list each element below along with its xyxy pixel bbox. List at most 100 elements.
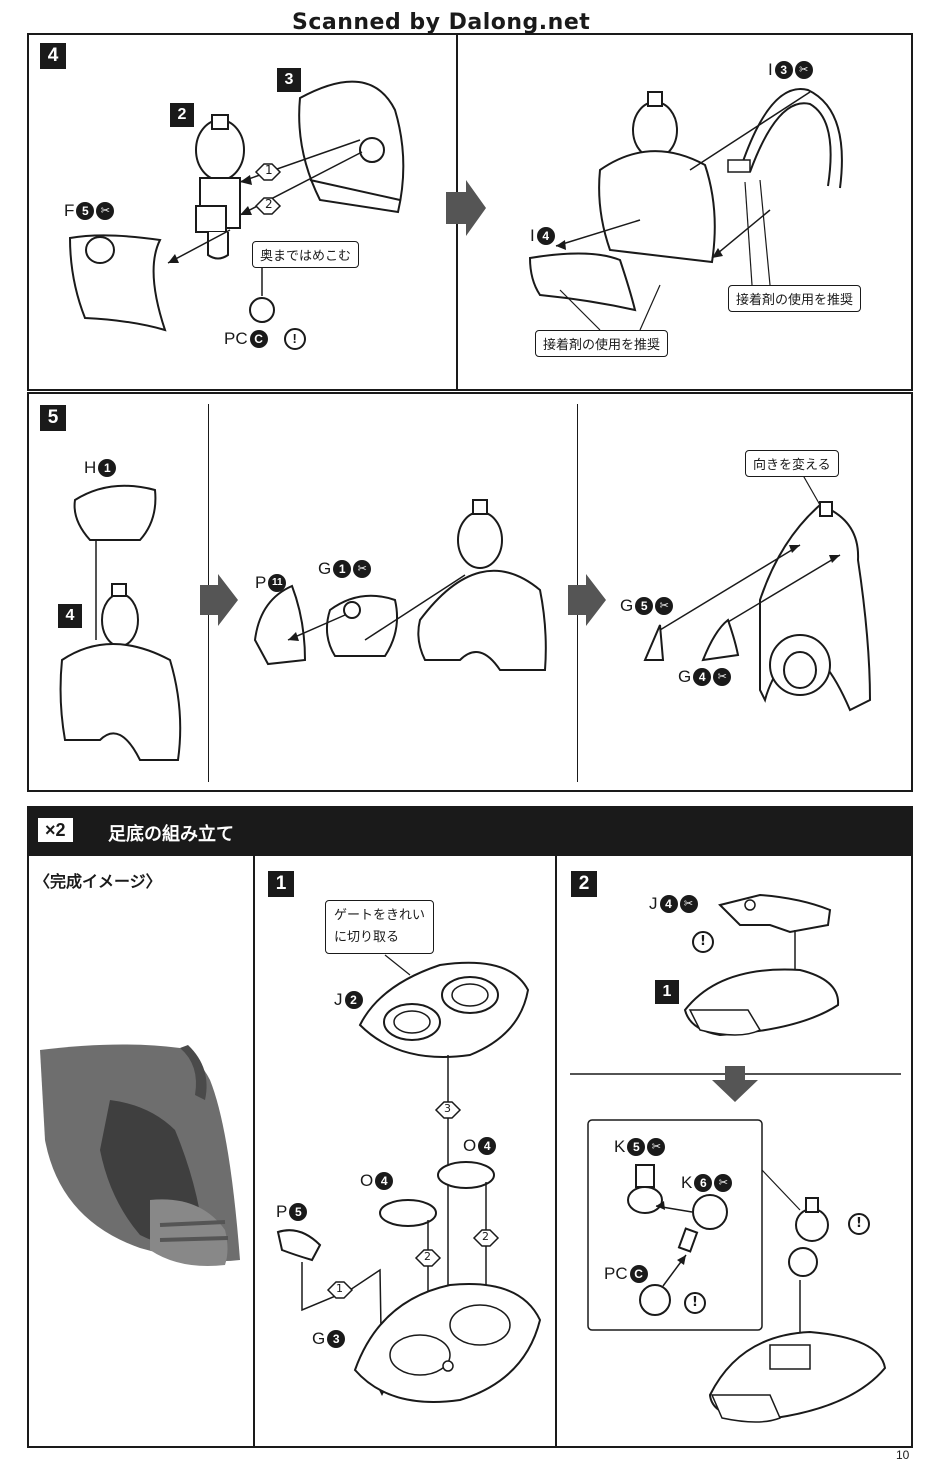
part-label-o4-b: O 4	[463, 1136, 497, 1156]
part-number: 5	[635, 597, 654, 615]
part-label-o4-a: O 4	[360, 1171, 394, 1191]
part-letter: K	[681, 1173, 693, 1192]
part-letter: PC	[224, 329, 248, 348]
nipper-icon: ✂	[655, 597, 674, 615]
part-number: 4	[536, 227, 555, 245]
part-letter: P	[276, 1202, 288, 1221]
callout-line-2: に切り取る	[334, 930, 400, 945]
section-header-bar	[27, 806, 913, 856]
part-letter: O	[463, 1136, 477, 1155]
sub1-seq-2b: 2	[482, 1230, 489, 1243]
nipper-icon: ✂	[96, 202, 115, 220]
caution-icon: !	[283, 328, 306, 350]
part-letter: I	[768, 60, 773, 79]
part-number: C	[629, 1265, 648, 1283]
nipper-icon: ✂	[353, 560, 372, 578]
part-number: 2	[344, 991, 363, 1009]
part-letter: O	[360, 1171, 374, 1190]
part-label-k6: K 6 ✂	[681, 1173, 733, 1193]
nipper-icon: ✂	[713, 668, 732, 686]
sub1-seq-3: 3	[444, 1102, 451, 1115]
step5-number: 5	[40, 405, 66, 431]
caution-icon: !	[692, 931, 714, 953]
part-number: 4	[659, 895, 678, 913]
multiplier-badge: ×2	[38, 818, 73, 842]
step5-panel	[27, 392, 913, 792]
part-letter: PC	[604, 1264, 628, 1283]
caution-icon: !	[848, 1213, 870, 1235]
part-label-g4: G 4 ✂	[678, 667, 732, 687]
part-number: 3	[774, 61, 793, 79]
part-label-i3: I 3 ✂	[768, 60, 813, 80]
part-ref-4: 4	[58, 604, 82, 628]
callout-glue-recommended-2: 接着剤の使用を推奨	[535, 330, 669, 357]
callout-change-direction: 向きを変える	[745, 450, 839, 477]
sub1-number: 1	[268, 871, 294, 897]
seq-1-label: 1	[265, 163, 273, 177]
part-number: 4	[693, 668, 712, 686]
part-label-g1: G 1 ✂	[318, 559, 372, 579]
part-number: 1	[333, 560, 352, 578]
part-number: 11	[268, 574, 287, 592]
part-number: 3	[327, 1330, 346, 1348]
part-label-k5: K 5 ✂	[614, 1137, 666, 1157]
part-number: C	[249, 330, 268, 348]
sub2-number: 2	[571, 871, 597, 897]
callout-insert-fully: 奥まではめこむ	[252, 241, 360, 268]
part-letter: H	[84, 458, 97, 477]
part-label-j4: J 4 ✂	[649, 894, 698, 914]
part-label-j2: J 2	[334, 990, 363, 1010]
callout-cut-gate: ゲートをきれい に切り取る	[325, 900, 435, 954]
part-label-h1: H 1	[84, 458, 117, 478]
page-number: 10	[896, 1448, 910, 1462]
callout-line-1: ゲートをきれい	[334, 908, 426, 923]
nipper-icon: ✂	[679, 895, 698, 913]
part-letter: F	[64, 201, 75, 220]
part-number: 5	[289, 1203, 308, 1221]
part-number: 4	[478, 1137, 497, 1155]
callout-glue-recommended-1: 接着剤の使用を推奨	[728, 285, 862, 312]
nipper-icon: ✂	[647, 1138, 666, 1156]
part-letter: I	[530, 226, 535, 245]
part-letter: J	[334, 990, 343, 1009]
step4-number: 4	[40, 43, 66, 69]
part-letter: J	[649, 894, 658, 913]
part-label-pc-sub2: PC C	[604, 1264, 648, 1284]
step5-drawing	[59, 469, 872, 761]
part-ref-3: 3	[277, 68, 301, 92]
sub-divider-2	[555, 856, 557, 1446]
part-ref-1: 1	[655, 980, 679, 1004]
part-label-p11: P 11	[255, 573, 287, 593]
part-letter: P	[255, 573, 267, 592]
part-label-p5: P 5	[276, 1202, 308, 1222]
sub1-seq-1: 1	[336, 1282, 343, 1295]
part-letter: G	[312, 1329, 326, 1348]
part-ref-2: 2	[170, 103, 194, 127]
section-title: 足底の組み立て	[108, 824, 234, 845]
part-label-f5: F 5 ✂	[64, 201, 115, 221]
part-label-g3: G 3	[312, 1329, 346, 1349]
part-label-i4: I 4	[530, 226, 555, 246]
part-letter: K	[614, 1137, 626, 1156]
part-number: 6	[694, 1174, 713, 1192]
part-number: 5	[627, 1138, 646, 1156]
part-letter: G	[678, 667, 692, 686]
caution-icon: !	[684, 1292, 706, 1314]
seq-2-label: 2	[265, 197, 273, 211]
nipper-icon: ✂	[794, 61, 813, 79]
nipper-icon: ✂	[714, 1174, 733, 1192]
sub1-seq-2a: 2	[424, 1250, 431, 1263]
part-letter: G	[620, 596, 634, 615]
sub-divider-1	[253, 856, 255, 1446]
part-number: 1	[98, 459, 117, 477]
part-label-g5: G 5 ✂	[620, 596, 674, 616]
part-label-pc: PC C !	[224, 328, 306, 350]
watermark: Scanned by Dalong.net	[292, 10, 591, 35]
step4-left-drawing	[68, 80, 843, 332]
preview-label: 〈完成イメージ〉	[34, 872, 162, 891]
part-number: 5	[76, 202, 95, 220]
part-letter: G	[318, 559, 332, 578]
